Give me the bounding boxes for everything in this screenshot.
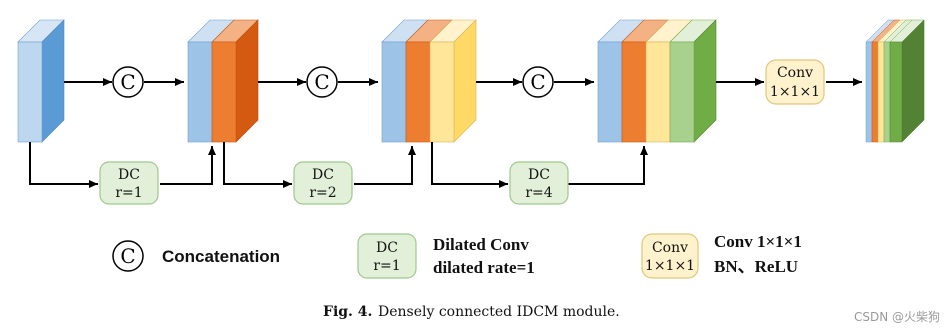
dc-block-r2: DC r=2 bbox=[293, 161, 353, 205]
legend-conv-line2: 1×1×1 bbox=[645, 258, 695, 274]
dc-rate: r=1 bbox=[115, 185, 142, 201]
concat-node-1: C bbox=[112, 66, 144, 98]
conv-1x1x1-block: Conv 1×1×1 bbox=[765, 59, 825, 105]
legend: C Concatenation DC r=1 Dilated Conv dila… bbox=[112, 232, 802, 279]
caption-label: Fig. 4. bbox=[323, 304, 372, 320]
dense-skip-arrows bbox=[29, 142, 648, 188]
watermark: CSDN @火柴狗 bbox=[854, 310, 940, 324]
concat-node-2: C bbox=[306, 66, 338, 98]
legend-conv-title: Conv 1×1×1 bbox=[714, 232, 802, 251]
legend-concat-label: Concatenation bbox=[162, 247, 280, 266]
input-feature-block bbox=[17, 19, 65, 143]
legend-dc-subtitle: dilated rate=1 bbox=[433, 258, 535, 277]
feature-block-3 bbox=[381, 19, 477, 143]
legend-conv-line1: Conv bbox=[652, 240, 688, 256]
legend-concat: C Concatenation bbox=[112, 240, 280, 272]
concat-symbol: C bbox=[530, 70, 545, 94]
feature-block-2 bbox=[187, 19, 259, 143]
concat-symbol: C bbox=[120, 70, 135, 94]
feature-block-4 bbox=[597, 19, 717, 143]
dc-rate: r=2 bbox=[309, 185, 336, 201]
legend-dc-line2: r=1 bbox=[373, 258, 400, 274]
figure-caption: Fig. 4. Densely connected IDCM module. bbox=[323, 304, 620, 320]
output-feature-block bbox=[865, 19, 925, 143]
legend-dc-title: Dilated Conv bbox=[433, 235, 529, 254]
dc-block-r1: DC r=1 bbox=[99, 161, 159, 205]
dc-rate: r=4 bbox=[525, 185, 552, 201]
dc-label: DC bbox=[118, 167, 140, 183]
caption-text: Densely connected IDCM module. bbox=[378, 304, 620, 320]
dc-block-r4: DC r=4 bbox=[509, 161, 569, 205]
dc-label: DC bbox=[312, 167, 334, 183]
conv-kernel: 1×1×1 bbox=[770, 84, 820, 100]
legend-conv-subtitle: BN、ReLU bbox=[714, 257, 798, 276]
legend-concat-symbol: C bbox=[120, 244, 135, 268]
concat-symbol: C bbox=[314, 70, 329, 94]
legend-dc: DC r=1 Dilated Conv dilated rate=1 bbox=[357, 233, 535, 279]
dc-label: DC bbox=[528, 167, 550, 183]
concat-node-3: C bbox=[522, 66, 554, 98]
legend-conv: Conv 1×1×1 Conv 1×1×1 BN、ReLU bbox=[641, 232, 802, 279]
conv-label: Conv bbox=[777, 65, 813, 81]
legend-dc-line1: DC bbox=[376, 240, 398, 256]
